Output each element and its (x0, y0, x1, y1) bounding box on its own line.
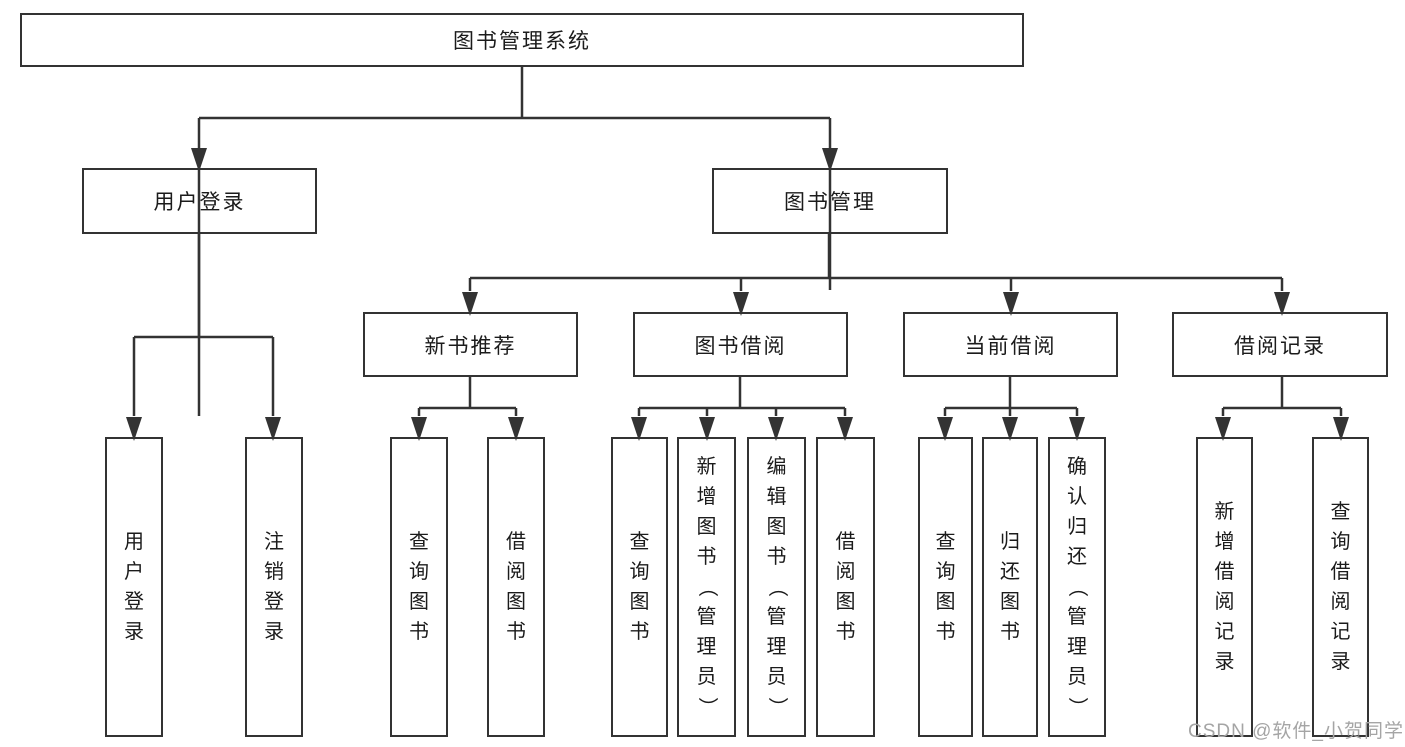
node-user-login-leaf: 用户登录 (105, 437, 163, 737)
node-label: 归还图书 (1000, 531, 1020, 643)
node-logout-leaf: 注销登录 (245, 437, 303, 737)
node-label: 确认归还（管理员） (1066, 456, 1088, 717)
csdn-watermark: CSDN @软件_小贺同学 (1188, 721, 1404, 742)
node-query-books-borrow: 查询图书 (611, 437, 668, 737)
node-borrow-books-leaf: 借阅图书 (816, 437, 875, 737)
node-library-management-system: 图书管理系统 (20, 13, 1024, 67)
node-label: 查询图书 (935, 531, 956, 643)
node-book-management-module: 图书管理 (712, 168, 948, 234)
node-label: 借阅图书 (506, 531, 526, 643)
node-borrow-books-newrec: 借阅图书 (487, 437, 545, 737)
node-label: 新书推荐 (424, 334, 517, 358)
node-label: 借阅图书 (835, 531, 856, 643)
node-current-borrowing: 当前借阅 (903, 312, 1118, 377)
node-label: 当前借阅 (964, 334, 1057, 358)
node-edit-books-admin: 编辑图书（管理员） (747, 437, 806, 737)
node-label: 编辑图书（管理员） (765, 456, 788, 717)
node-return-books: 归还图书 (982, 437, 1038, 737)
connector-newbookrec-to-children (417, 377, 518, 416)
node-query-books-newrec: 查询图书 (390, 437, 448, 737)
node-book-borrowing: 图书借阅 (633, 312, 848, 377)
node-label: 查询图书 (409, 531, 429, 643)
node-label: 查询借阅记录 (1330, 501, 1351, 673)
node-new-book-recommend: 新书推荐 (363, 312, 578, 377)
node-user-login-module: 用户登录 (82, 168, 317, 234)
node-add-borrow-record: 新增借阅记录 (1196, 437, 1253, 737)
node-label: 查询图书 (629, 531, 650, 643)
node-label: 用户登录 (124, 531, 144, 643)
node-borrowing-records: 借阅记录 (1172, 312, 1388, 377)
node-label: 用户登录 (153, 191, 246, 214)
node-label: 新增借阅记录 (1214, 501, 1235, 673)
node-label: 注销登录 (264, 531, 284, 643)
node-query-books-current: 查询图书 (918, 437, 973, 737)
connector-currentborrow-to-children (943, 377, 1079, 416)
connector-bookborrow-to-children (637, 377, 847, 416)
connector-userlogin-to-children (132, 234, 275, 416)
connector-borrowrecord-to-children (1221, 377, 1343, 416)
node-label: 图书借阅 (694, 334, 787, 358)
node-add-books-admin: 新增图书（管理员） (677, 437, 736, 737)
node-label: 图书管理 (784, 191, 876, 214)
node-label: 图书管理系统 (453, 30, 591, 53)
node-query-borrow-record: 查询借阅记录 (1312, 437, 1369, 737)
node-label: 新增图书（管理员） (695, 456, 718, 717)
node-confirm-return-admin: 确认归还（管理员） (1048, 437, 1106, 737)
node-label: 借阅记录 (1234, 334, 1326, 358)
connector-bookmgmt-to-level3 (468, 234, 1284, 291)
